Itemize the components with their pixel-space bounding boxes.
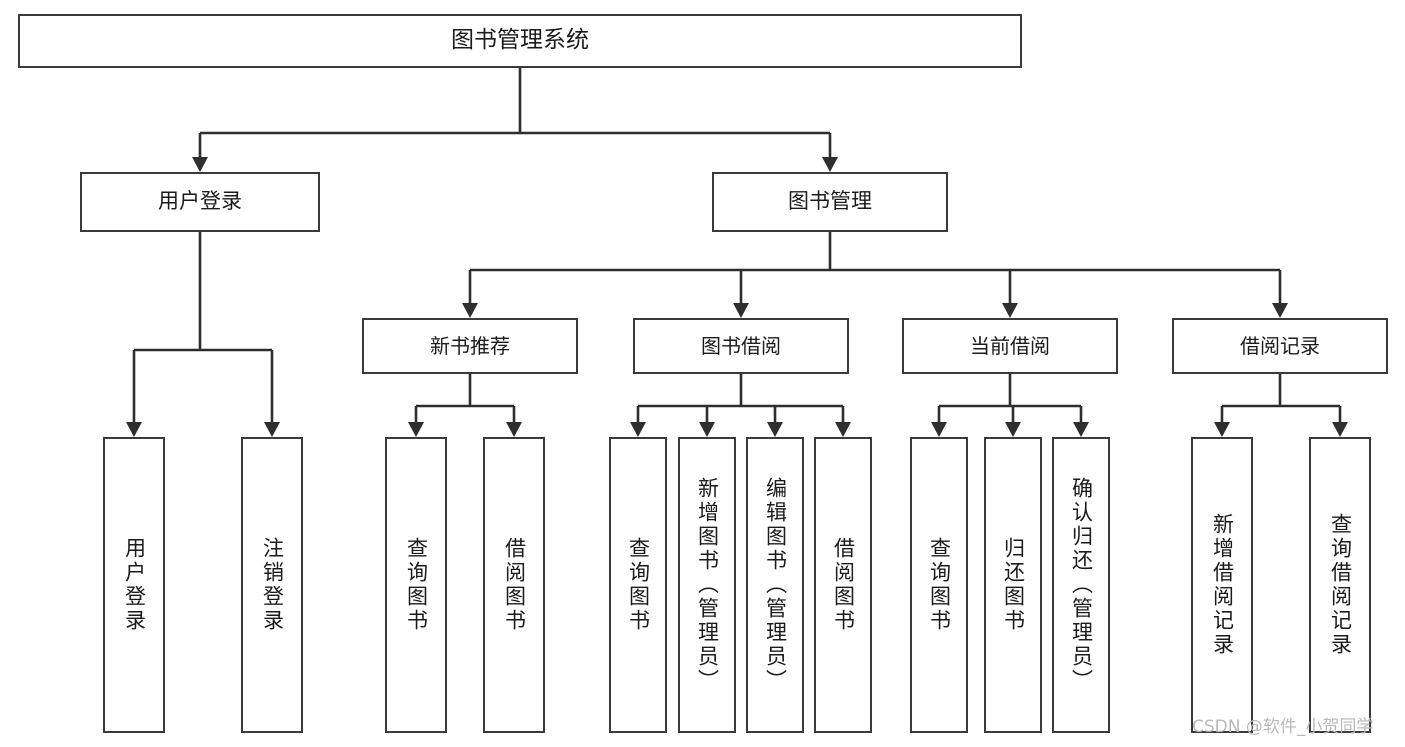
node-label: 确认归还（管理员） xyxy=(1069,477,1094,693)
node-label: 当前借阅 xyxy=(970,333,1050,358)
node-leaf-query-book-3[interactable]: 查询图书 xyxy=(910,437,968,733)
node-leaf-query-book-1[interactable]: 查询图书 xyxy=(385,437,447,733)
node-book-manage[interactable]: 图书管理 xyxy=(712,172,948,232)
node-label: 图书管理系统 xyxy=(451,27,589,54)
node-label: 归还图书 xyxy=(1001,537,1026,633)
node-label: 注销登录 xyxy=(260,537,285,633)
node-user-login[interactable]: 用户登录 xyxy=(80,172,320,232)
node-root[interactable]: 图书管理系统 xyxy=(18,14,1022,68)
node-label: 新增借阅记录 xyxy=(1210,513,1235,657)
node-leaf-edit-book[interactable]: 编辑图书（管理员） xyxy=(746,437,804,733)
node-leaf-confirm-return[interactable]: 确认归还（管理员） xyxy=(1052,437,1110,733)
node-leaf-user-login[interactable]: 用户登录 xyxy=(103,437,165,733)
node-label: 查询借阅记录 xyxy=(1328,513,1353,657)
node-leaf-add-book[interactable]: 新增图书（管理员） xyxy=(678,437,736,733)
node-leaf-return-book[interactable]: 归还图书 xyxy=(984,437,1042,733)
node-label: 新增图书（管理员） xyxy=(695,477,720,693)
node-label: 用户登录 xyxy=(158,189,242,214)
node-current-borrow[interactable]: 当前借阅 xyxy=(902,318,1118,374)
node-leaf-borrow-book-1[interactable]: 借阅图书 xyxy=(483,437,545,733)
node-new-book-recommend[interactable]: 新书推荐 xyxy=(362,318,578,374)
node-label: 借阅记录 xyxy=(1240,333,1320,358)
node-leaf-add-record[interactable]: 新增借阅记录 xyxy=(1191,437,1253,733)
node-label: 新书推荐 xyxy=(430,333,510,358)
node-label: 用户登录 xyxy=(122,537,147,633)
node-borrow-record[interactable]: 借阅记录 xyxy=(1172,318,1388,374)
node-label: 查询图书 xyxy=(927,537,952,633)
node-label: 借阅图书 xyxy=(831,537,856,633)
node-leaf-borrow-book-2[interactable]: 借阅图书 xyxy=(814,437,872,733)
node-label: 查询图书 xyxy=(404,537,429,633)
node-book-borrow[interactable]: 图书借阅 xyxy=(633,318,849,374)
node-label: 编辑图书（管理员） xyxy=(763,477,788,693)
node-label: 图书管理 xyxy=(788,189,872,214)
node-leaf-query-record[interactable]: 查询借阅记录 xyxy=(1309,437,1371,733)
node-label: 查询图书 xyxy=(626,537,651,633)
node-leaf-logout[interactable]: 注销登录 xyxy=(241,437,303,733)
node-label: 借阅图书 xyxy=(502,537,527,633)
node-leaf-query-book-2[interactable]: 查询图书 xyxy=(609,437,667,733)
node-label: 图书借阅 xyxy=(701,333,781,358)
